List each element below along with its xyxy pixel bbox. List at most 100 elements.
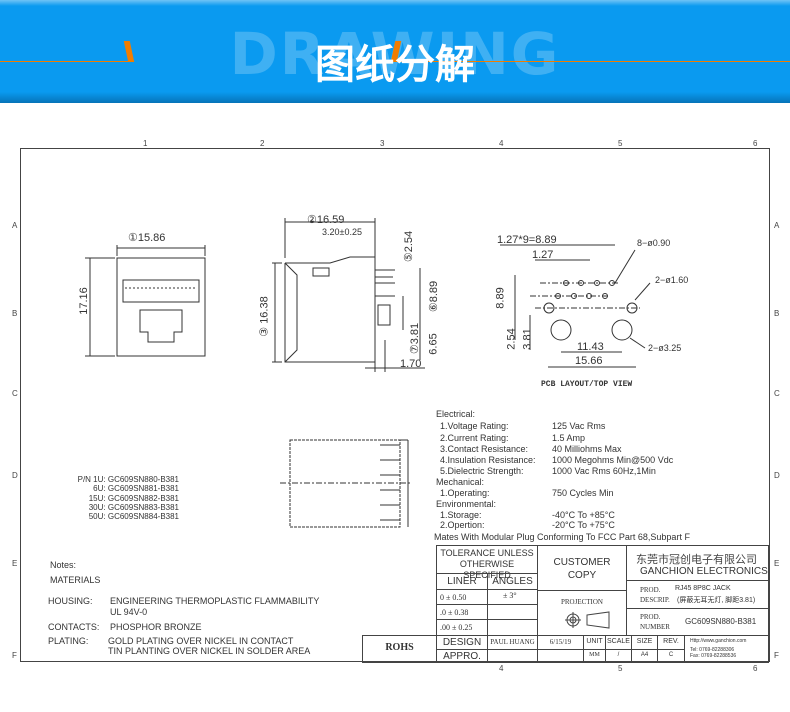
row-d-right: D <box>774 471 780 480</box>
spec-environmental: Environmental: <box>436 499 497 509</box>
dim-front-height: 17.16 <box>77 287 90 315</box>
unit-label: UNIT <box>586 638 603 645</box>
dim-side-height: ③ 16.38 <box>258 296 271 337</box>
col-4: 4 <box>499 139 504 148</box>
spec-value: 40 Milliohms Max <box>552 444 622 454</box>
col-5: 5 <box>618 139 623 148</box>
pcb-dim-381: 3.81 <box>521 328 534 350</box>
drawing-frame <box>20 148 770 662</box>
tolerance-2: .00 ± 0.25 <box>440 623 473 632</box>
pcb-layout-title: PCB LAYOUT/TOP VIEW <box>541 380 633 389</box>
pcb-dim-889: 8.89 <box>494 287 507 309</box>
spec-value: 750 Cycles Min <box>552 488 614 498</box>
row-f: F <box>12 651 17 660</box>
row-c: C <box>12 389 18 398</box>
row-a-right: A <box>774 221 780 230</box>
scale-label: SCALE <box>607 638 630 645</box>
pn-15u: 15U: GC609SN882-B381 <box>88 493 179 503</box>
col-5-bottom: 5 <box>618 664 623 673</box>
col-2: 2 <box>260 139 265 148</box>
notes-contacts-value: PHOSPHOR BRONZE <box>110 622 202 632</box>
prod-label: PROD. <box>640 586 661 594</box>
dim-side-offset: 3.20±0.25 <box>322 227 362 237</box>
company-fax: Fax: 0769-82288536 <box>690 653 737 659</box>
appro-label: APPRO. <box>443 651 481 662</box>
scale-value: / <box>617 652 620 658</box>
col-6: 6 <box>753 139 758 148</box>
spec-label: 4.Insulation Resistance: <box>440 455 536 465</box>
row-b: B <box>12 309 18 318</box>
company-website: Http://www.ganchion.com <box>690 638 747 644</box>
prod-description: RJ45 8P8C JACK <box>675 585 731 592</box>
pn-50u: 50U: GC609SN884-B381 <box>88 512 179 522</box>
spec-label: 1.Storage: <box>440 510 482 520</box>
design-date: 6/15/19 <box>549 638 572 646</box>
rohs-mark: ROHS <box>385 642 414 653</box>
row-e: E <box>12 559 18 568</box>
liner-label: LINER <box>447 576 477 587</box>
pcb-layout <box>500 244 651 368</box>
pn-6u: 6U: GC609SN881-B381 <box>93 484 179 494</box>
spec-value: 1.5 Amp <box>552 433 586 443</box>
notes-housing-value: ENGINEERING THERMOPLASTIC FLAMMABILITY <box>110 596 320 606</box>
projection-label: PROJECTION <box>560 598 603 606</box>
header-banner: DRAWING 图纸分解 <box>0 0 790 103</box>
part-number-list: P/N 1U: GC609SN880-B381 6U: GC609SN881-B… <box>75 475 179 521</box>
angle-tolerance: ± 3° <box>503 591 517 600</box>
size-label: SIZE <box>636 638 653 645</box>
notes-contacts-label: CONTACTS: <box>48 622 100 632</box>
spec-label: 1.Operating: <box>440 488 490 498</box>
projection-symbol-icon <box>565 611 610 629</box>
front-view <box>85 245 206 357</box>
pcb-bighole-label: 2−ø3.25 <box>648 343 682 353</box>
rev-value: C <box>668 652 674 658</box>
notes-materials: MATERIALS <box>50 575 101 585</box>
dim-side-length: ②16.59 <box>307 214 345 226</box>
tolerance-line2: OTHERWISE SPECIFIED <box>459 559 515 580</box>
rev-label: REV. <box>663 638 679 645</box>
row-d: D <box>12 471 18 480</box>
pcb-dim-1143: 11.43 <box>577 341 604 353</box>
spec-label: 1.Voltage Rating: <box>440 421 509 431</box>
row-e-right: E <box>774 559 780 568</box>
banner-title: 图纸分解 <box>315 42 475 88</box>
side-view <box>272 218 425 372</box>
notes-plating-value: GOLD PLATING OVER NICKEL IN CONTACT <box>108 636 294 646</box>
pcb-dim-pitch: 1.27*9=8.89 <box>497 234 557 246</box>
prod-number-label: PROD. NUMBER <box>640 612 670 632</box>
angles-label: ANGLES <box>492 576 533 587</box>
pcb-holes-label: 8−ø0.90 <box>637 238 671 248</box>
prod-number: GC609SN880-B381 <box>685 617 757 626</box>
banner-line-right <box>395 61 790 62</box>
prod-descrip-label: PROD.DESCRIP. <box>640 585 670 605</box>
pn-30u: 30U: GC609SN883-B381 <box>88 502 179 512</box>
spec-label: 3.Contact Resistance: <box>440 444 529 454</box>
pcb-peg-label: 2−ø1.60 <box>655 275 689 285</box>
notes-plating-label: PLATING: <box>48 636 89 646</box>
spec-value: -20°C To +75°C <box>552 520 615 530</box>
tolerance-line1: TOLERANCE UNLESS <box>440 548 534 558</box>
dim-side-381: ⑦3.81 <box>409 322 422 355</box>
notes-plating-value2: TIN PLANTING OVER NICKEL IN SOLDER AREA <box>108 646 311 656</box>
col-3: 3 <box>380 139 385 148</box>
company-tel: Tel: 0769-82288306 <box>690 647 735 653</box>
dim-side-665: 6.65 <box>427 333 440 355</box>
col-4-bottom: 4 <box>499 664 504 673</box>
tolerance-1: .0 ± 0.38 <box>440 608 469 617</box>
tolerance-0: 0 ± 0.50 <box>440 593 467 602</box>
notes-title: Notes: <box>50 560 77 570</box>
customer-line1: CUSTOMER <box>553 557 611 568</box>
row-c-right: C <box>774 389 780 398</box>
prod-label: PROD. <box>640 613 661 621</box>
pcb-dim-254: 2.54 <box>505 328 518 350</box>
pcb-dim-1566: 15.66 <box>575 355 603 367</box>
size-value: A4 <box>640 652 649 658</box>
number-label: NUMBER <box>640 623 670 631</box>
notes-housing-label: HOUSING: <box>48 596 93 606</box>
dim-side-889: ⑥8.89 <box>428 280 441 313</box>
row-b-right: B <box>774 309 780 318</box>
spec-label: 2.Current Rating: <box>440 433 509 443</box>
row-f-right: F <box>774 651 779 660</box>
